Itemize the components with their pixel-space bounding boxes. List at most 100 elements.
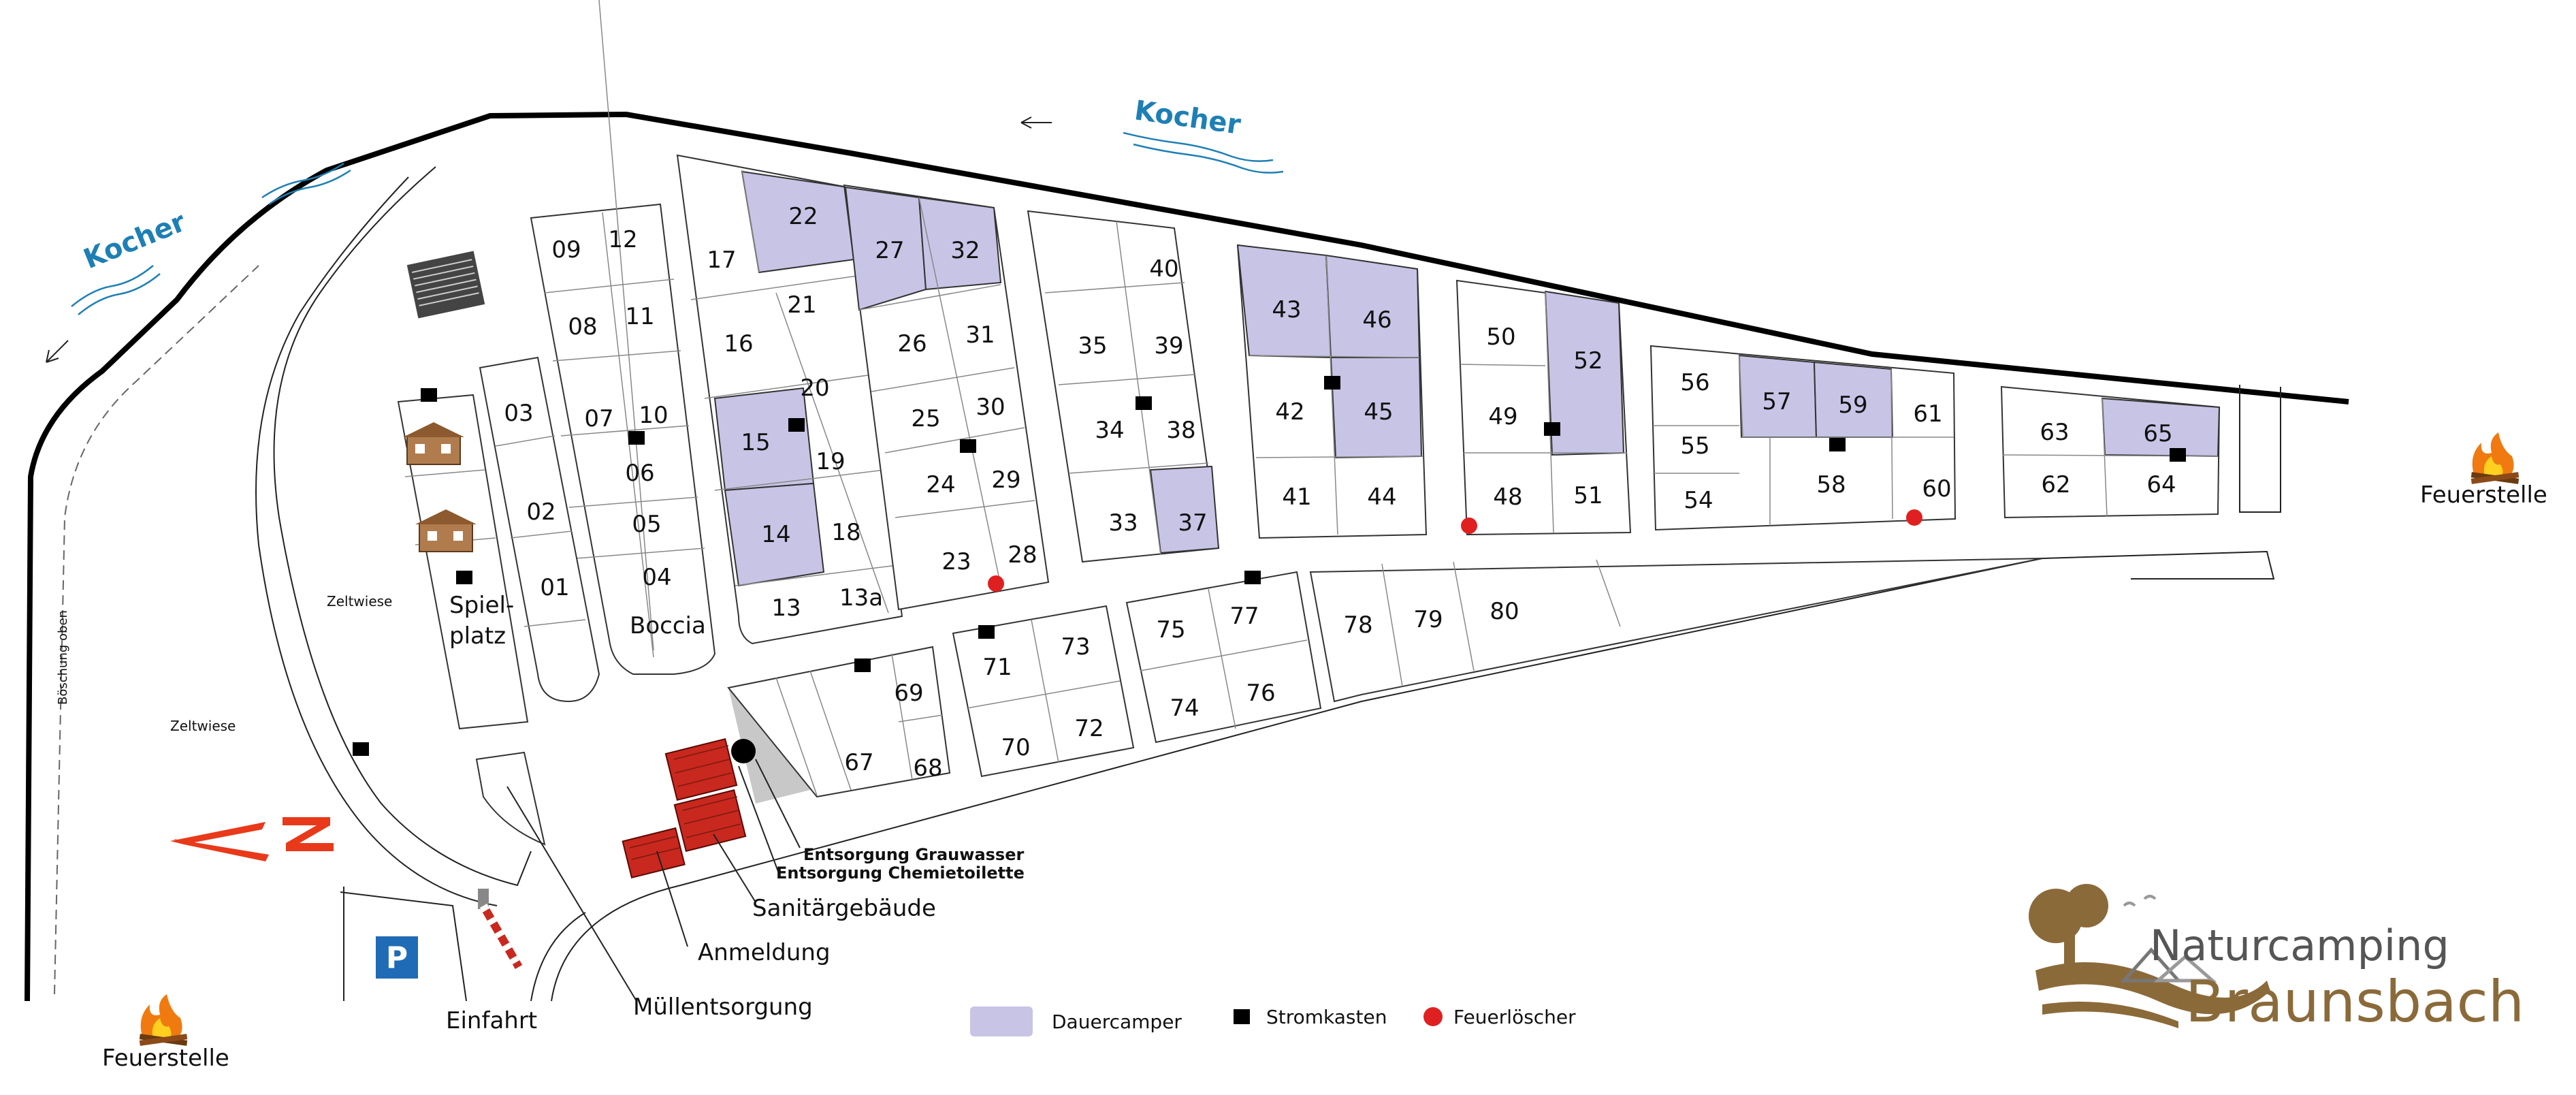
pitch-42: 42 bbox=[1275, 398, 1304, 426]
dauer-37 bbox=[1149, 465, 1220, 554]
label-boeschung: Böschung oben bbox=[56, 610, 70, 705]
pitch-44: 44 bbox=[1367, 483, 1396, 511]
legend-stromkasten-label: Stromkasten bbox=[1266, 1006, 1387, 1028]
pitch-48: 48 bbox=[1493, 483, 1522, 511]
pointer-muell bbox=[506, 786, 637, 1002]
pitch-54: 54 bbox=[1684, 487, 1713, 514]
logo-line2: Braunsbach bbox=[2185, 968, 2524, 1035]
road-south bbox=[551, 550, 2275, 1002]
pitch-80: 80 bbox=[1490, 598, 1519, 625]
pitch-56: 56 bbox=[1680, 369, 1709, 396]
legend-feuerloescher-swatch bbox=[1423, 1007, 1443, 1026]
legend-dauercamper-swatch bbox=[970, 1006, 1033, 1036]
pitch-24: 24 bbox=[926, 471, 955, 498]
pitch-52: 52 bbox=[1573, 347, 1603, 375]
pitch-34: 34 bbox=[1095, 417, 1124, 444]
pitch-30: 30 bbox=[976, 394, 1005, 421]
pitch-43: 43 bbox=[1272, 296, 1301, 323]
pitch-25: 25 bbox=[911, 405, 940, 432]
pointer-anmeldung bbox=[656, 851, 688, 947]
pitch-04: 04 bbox=[642, 564, 671, 591]
block-south-2 bbox=[952, 605, 1135, 778]
cabin-icon bbox=[403, 422, 464, 465]
pitch-10: 10 bbox=[639, 402, 668, 429]
pitch-21: 21 bbox=[787, 291, 816, 319]
river-label-top: Kocher bbox=[1133, 95, 1243, 140]
pitch-31: 31 bbox=[965, 321, 995, 349]
legend-feuerloescher-label: Feuerlöscher bbox=[1453, 1006, 1576, 1028]
pitch-76: 76 bbox=[1246, 680, 1275, 707]
pitch-51: 51 bbox=[1573, 482, 1603, 509]
river-waves-left bbox=[71, 162, 351, 315]
pitch-17: 17 bbox=[707, 247, 736, 274]
pitch-28: 28 bbox=[1008, 541, 1037, 569]
block-far-right bbox=[2239, 385, 2281, 513]
river-label-left: Kocher bbox=[80, 206, 191, 275]
pitch-35: 35 bbox=[1078, 332, 1107, 360]
legend-dauercamper-label: Dauercamper bbox=[1052, 1011, 1182, 1033]
pitch-65: 65 bbox=[2143, 420, 2172, 447]
pitch-16: 16 bbox=[724, 330, 753, 358]
label-feuerstelle-right: Feuerstelle bbox=[2420, 481, 2547, 509]
pitch-20: 20 bbox=[800, 375, 829, 402]
label-spielplatz-2: platz bbox=[449, 622, 506, 650]
block-a bbox=[530, 0, 716, 675]
pitch-64: 64 bbox=[2146, 471, 2176, 498]
pitch-39: 39 bbox=[1154, 332, 1183, 360]
block-south-3 bbox=[1125, 571, 1322, 744]
pitch-27: 27 bbox=[875, 237, 904, 264]
pitch-03: 03 bbox=[504, 400, 533, 427]
road-south-inner bbox=[530, 912, 586, 1002]
pitch-73: 73 bbox=[1061, 633, 1090, 661]
pitch-40: 40 bbox=[1149, 255, 1178, 283]
pitch-74: 74 bbox=[1170, 695, 1199, 722]
barrier-post bbox=[478, 889, 489, 909]
pitch-69: 69 bbox=[894, 680, 923, 707]
block-spielplatz bbox=[397, 394, 529, 730]
pitch-22: 22 bbox=[788, 203, 818, 230]
pitch-50: 50 bbox=[1486, 323, 1515, 351]
pitch-78: 78 bbox=[1343, 612, 1372, 639]
pitch-45: 45 bbox=[1364, 398, 1393, 426]
label-muell: Müllentsorgung bbox=[633, 994, 813, 1021]
pitch-29: 29 bbox=[991, 466, 1020, 494]
dashed-path bbox=[54, 265, 259, 995]
stromkasten-markers bbox=[353, 376, 2186, 756]
pitch-71: 71 bbox=[982, 654, 1012, 681]
pitch-19: 19 bbox=[816, 448, 845, 475]
pitch-08: 08 bbox=[568, 313, 597, 340]
pitch-46: 46 bbox=[1362, 306, 1391, 334]
pointer-chemie bbox=[738, 765, 780, 876]
label-sanitaer: Sanitärgebäude bbox=[752, 895, 936, 922]
label-spielplatz-1: Spiel- bbox=[449, 592, 514, 619]
river-waves-top bbox=[1123, 131, 1284, 174]
pitch-41: 41 bbox=[1282, 483, 1311, 511]
pitch-70: 70 bbox=[1001, 734, 1030, 761]
entrance-road bbox=[340, 891, 467, 1002]
label-boccia: Boccia bbox=[630, 612, 706, 639]
pitch-12: 12 bbox=[608, 226, 637, 253]
shed-stripes bbox=[411, 259, 479, 306]
logo-graphic bbox=[2029, 884, 2270, 1028]
road-outline-outer bbox=[273, 166, 532, 887]
pitch-72: 72 bbox=[1074, 715, 1104, 742]
cabin-icon bbox=[415, 509, 477, 552]
pitch-01: 01 bbox=[540, 574, 569, 601]
pitch-06: 06 bbox=[625, 460, 654, 487]
pitch-61: 61 bbox=[1913, 400, 1942, 428]
pitch-07: 07 bbox=[584, 405, 613, 432]
pitch-15: 15 bbox=[741, 429, 770, 456]
pitch-63: 63 bbox=[2040, 419, 2069, 446]
pitch-55: 55 bbox=[1680, 432, 1709, 460]
label-grauwasser: Entsorgung Grauwasser bbox=[803, 845, 1024, 864]
pitch-11: 11 bbox=[625, 303, 654, 330]
pitch-05: 05 bbox=[632, 511, 661, 538]
pitch-75: 75 bbox=[1156, 616, 1185, 644]
pitch-59: 59 bbox=[1838, 392, 1867, 419]
pitch-18: 18 bbox=[831, 519, 860, 546]
pitch-60: 60 bbox=[1922, 475, 1951, 503]
flow-arrow-left bbox=[46, 340, 69, 363]
feuerloescher-markers bbox=[988, 509, 1922, 592]
legend: Dauercamper Stromkasten Feuerlöscher bbox=[970, 1006, 1576, 1036]
